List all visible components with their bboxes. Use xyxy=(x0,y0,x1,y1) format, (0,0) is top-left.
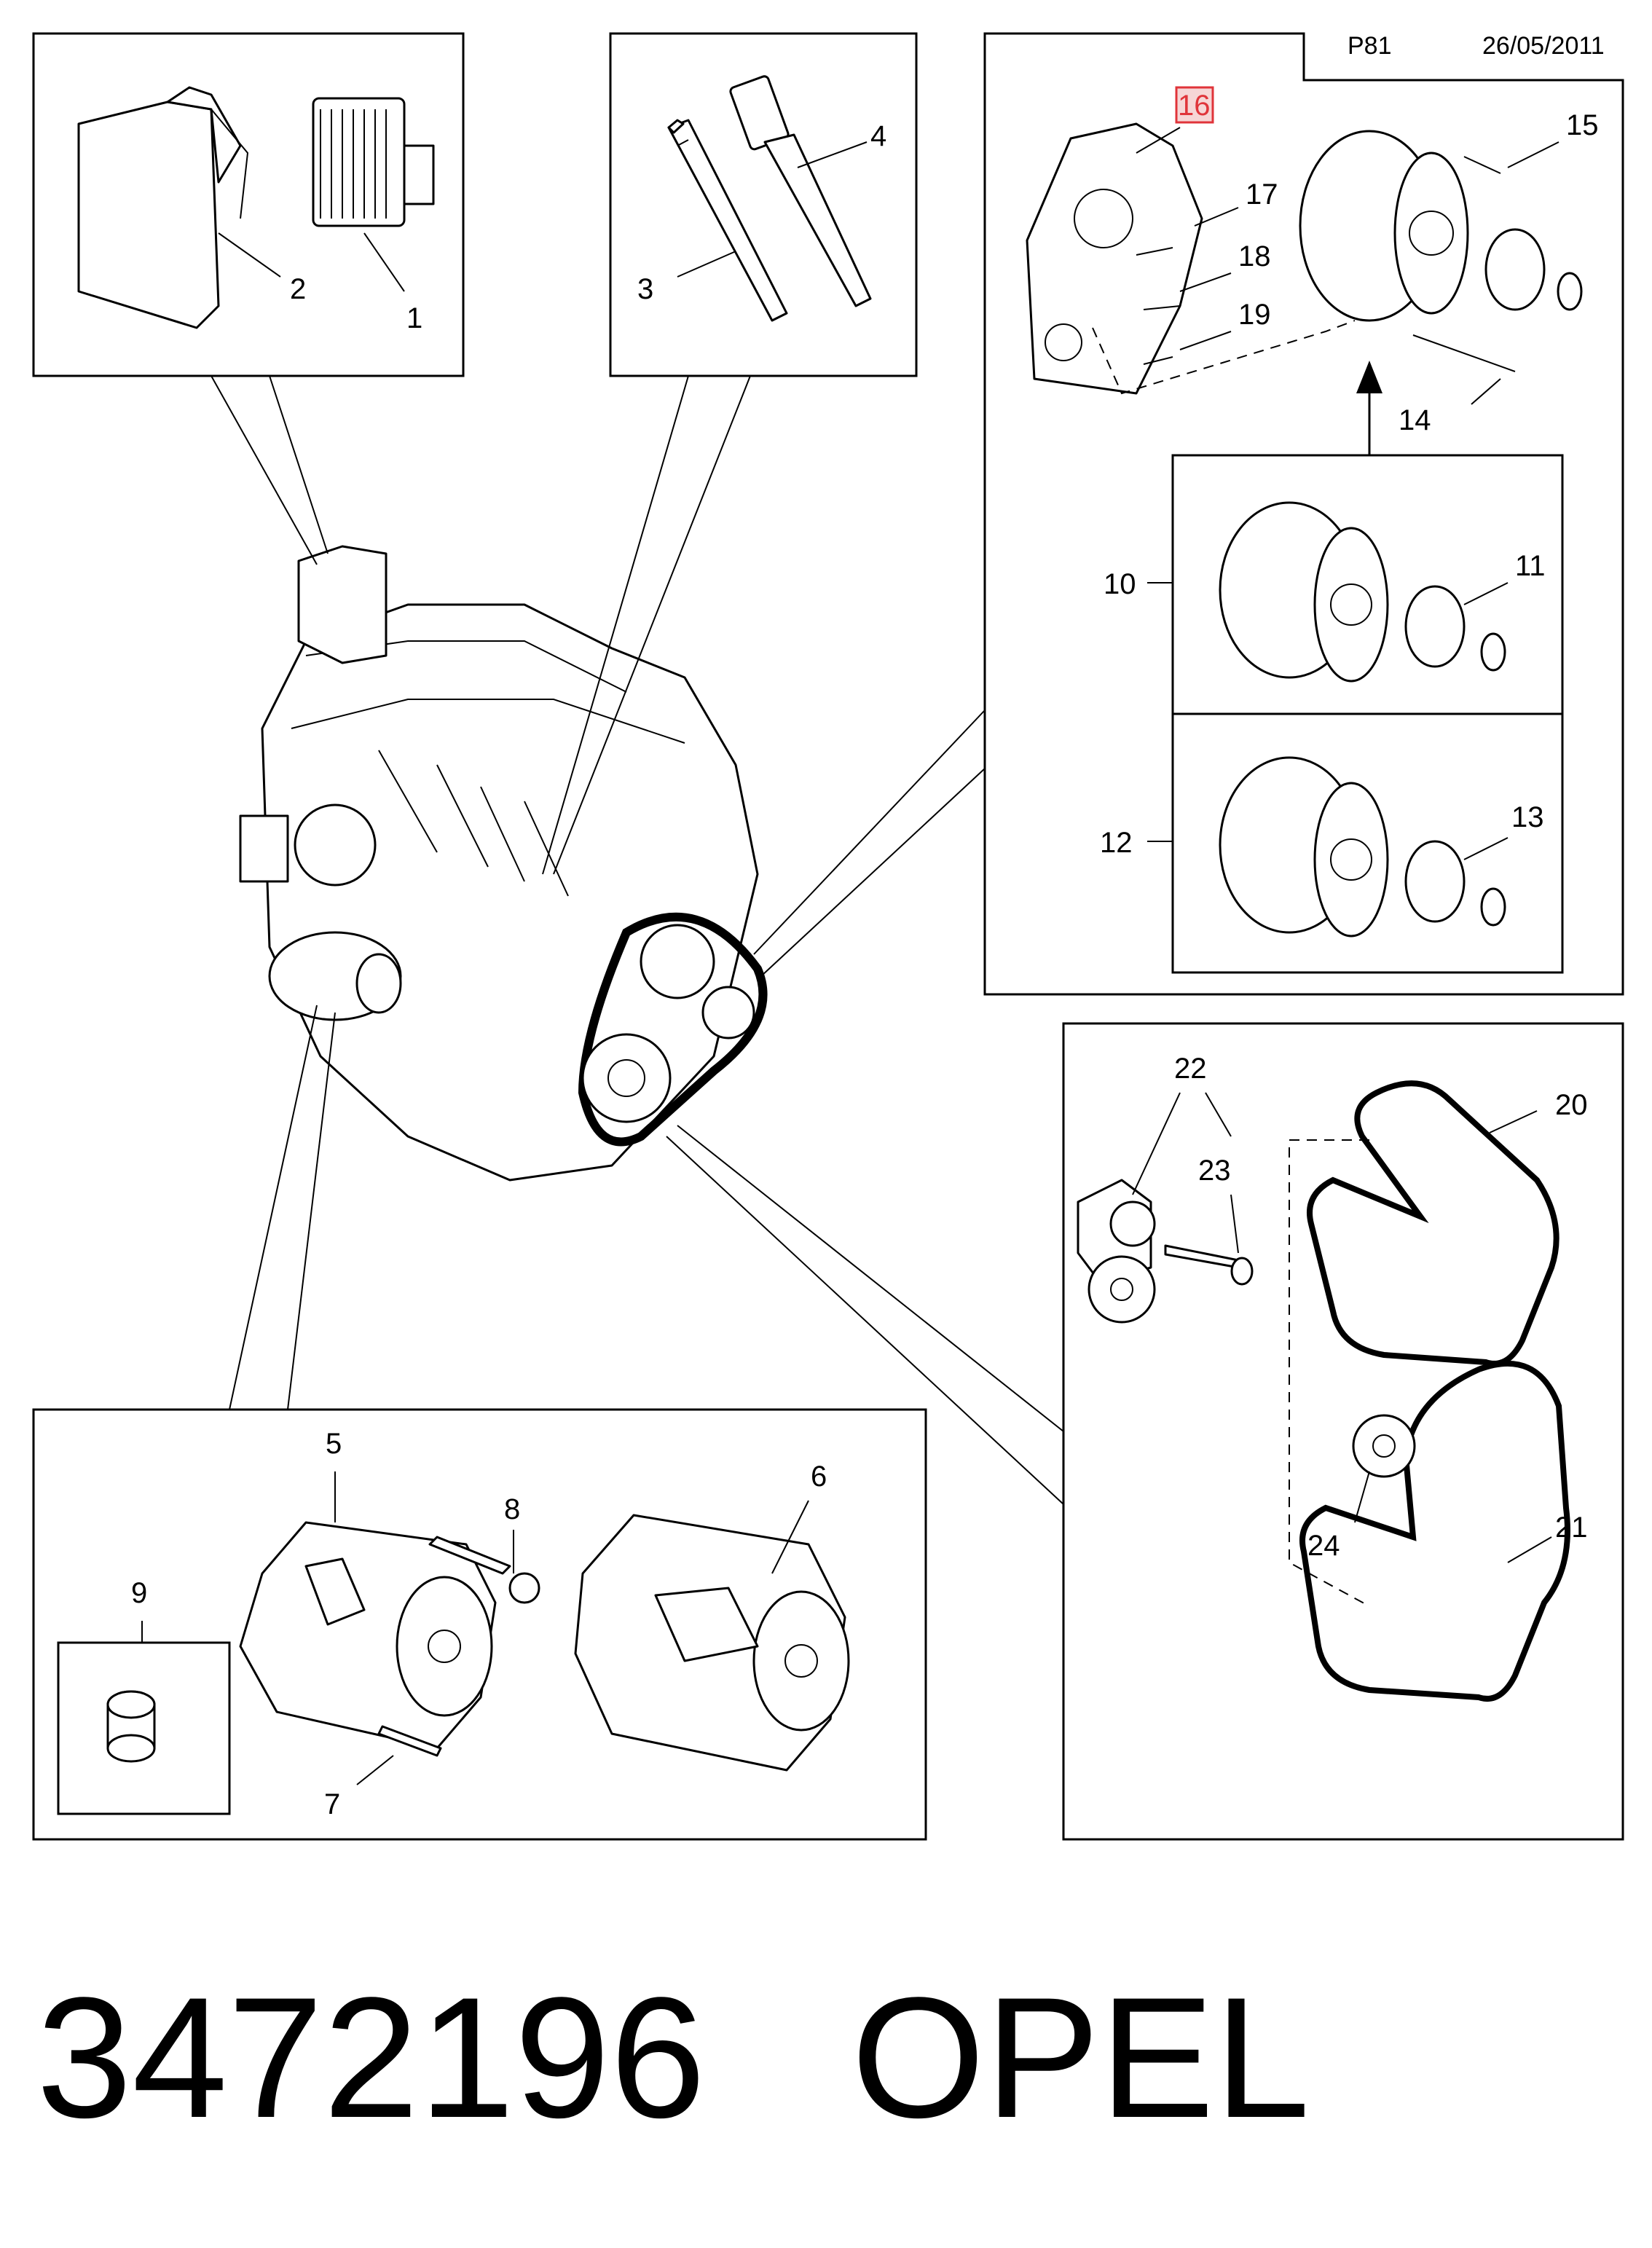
alternator-12-drawing xyxy=(1219,756,1506,938)
glow-plug-4-drawing xyxy=(729,75,872,307)
leader-18 xyxy=(1179,272,1232,292)
bolt-7-drawing xyxy=(377,1725,442,1757)
callout-10: 10 xyxy=(1104,568,1136,600)
callout-15: 15 xyxy=(1566,109,1599,141)
leader-4 xyxy=(797,141,868,168)
callout-6: 6 xyxy=(811,1461,827,1493)
part-number: 3472196 xyxy=(36,1962,706,2154)
alternator-10-drawing xyxy=(1219,501,1506,683)
callout-23: 23 xyxy=(1198,1155,1231,1187)
leader-11 xyxy=(1463,582,1509,605)
callout-19: 19 xyxy=(1238,299,1271,331)
idler-24-drawing xyxy=(1352,1414,1416,1478)
callout-16-highlight xyxy=(1175,86,1214,124)
callout-24: 24 xyxy=(1307,1530,1340,1562)
engine-drawing xyxy=(239,545,768,1182)
bolt-8-drawing xyxy=(428,1536,540,1604)
bolt-18-drawing xyxy=(1143,305,1181,310)
bushing-box xyxy=(57,1641,231,1815)
variant-arrow xyxy=(1356,361,1382,455)
callout-22: 22 xyxy=(1174,1053,1207,1085)
engine-starter-drawing xyxy=(268,931,402,1021)
callout-8: 8 xyxy=(504,1493,520,1525)
callout-5: 5 xyxy=(326,1428,342,1460)
callout-20: 20 xyxy=(1555,1089,1588,1121)
panel-control-unit: 2 1 xyxy=(32,32,465,377)
leader-17 xyxy=(1194,207,1239,227)
bolt-17-drawing xyxy=(1136,247,1173,256)
callout-7: 7 xyxy=(324,1788,340,1820)
leader-3 xyxy=(677,251,736,278)
engine-ecu-drawing xyxy=(297,545,388,664)
callout-18: 18 xyxy=(1238,240,1271,272)
callout-9: 9 xyxy=(131,1577,147,1609)
page-code: P81 xyxy=(1348,32,1392,60)
callout-4: 4 xyxy=(870,120,886,152)
leader-21 xyxy=(1507,1536,1552,1563)
callout-2: 2 xyxy=(290,273,306,305)
leader-20 xyxy=(1489,1110,1538,1133)
mounting-dash-line xyxy=(1092,320,1356,395)
leader-22 xyxy=(1132,1092,1181,1195)
leader-22b xyxy=(1205,1092,1232,1137)
callout-1: 1 xyxy=(406,302,422,334)
callout-17: 17 xyxy=(1246,178,1278,211)
starter-6-drawing xyxy=(574,1514,850,1772)
callout-16: 16 xyxy=(1178,90,1211,122)
panel-starter: 9 5 6 8 7 xyxy=(32,1408,927,1841)
callout-12: 12 xyxy=(1100,827,1133,859)
leader-13 xyxy=(1463,837,1509,860)
bolt-14-drawing xyxy=(1412,334,1516,372)
leader-7 xyxy=(356,1755,394,1785)
leader-15 xyxy=(1507,141,1559,168)
control-module-drawing xyxy=(312,97,435,227)
panel-belts: 22 23 20 21 24 xyxy=(1062,1022,1624,1841)
panel-alternator: 16 17 18 19 15 14 10 11 xyxy=(983,32,1624,996)
panel-leader-lines xyxy=(211,375,1064,1505)
variant-box-12 xyxy=(1171,712,1564,974)
leader-1 xyxy=(363,232,405,292)
leader-23 xyxy=(1230,1194,1239,1254)
tensioner-22-drawing xyxy=(1077,1179,1156,1324)
bolt-23-drawing xyxy=(1164,1244,1254,1286)
starter-5-drawing xyxy=(239,1521,497,1750)
engine-belt-drive-drawing xyxy=(578,912,768,1147)
callout-11: 11 xyxy=(1515,550,1546,582)
panel-glow-plugs: 3 4 xyxy=(609,32,918,377)
alternator-top-drawing xyxy=(1299,130,1583,322)
callout-13: 13 xyxy=(1511,801,1544,833)
bushing-9-drawing xyxy=(106,1690,156,1763)
brand-name: OPEL xyxy=(851,1962,1310,2154)
leader-2 xyxy=(218,232,281,278)
belt-dash-line xyxy=(1289,1139,1370,1607)
bracket-drawing xyxy=(77,86,249,329)
callout-3: 3 xyxy=(637,273,653,305)
alternator-bracket-drawing xyxy=(1026,122,1203,395)
callout-21: 21 xyxy=(1555,1512,1588,1544)
bolt-19-drawing xyxy=(1143,356,1173,365)
belt-20-drawing xyxy=(1307,1080,1559,1367)
bolt-15-drawing xyxy=(1463,156,1501,174)
leader-6 xyxy=(771,1500,809,1574)
belt-21-drawing xyxy=(1299,1360,1570,1702)
leader-16 xyxy=(1136,127,1181,154)
leader-14 xyxy=(1471,378,1501,405)
page-date: 26/05/2011 xyxy=(1482,32,1605,60)
leader-19 xyxy=(1179,331,1232,350)
glow-plug-3-drawing xyxy=(667,119,788,322)
leader-24 xyxy=(1354,1471,1370,1523)
callout-14: 14 xyxy=(1399,404,1431,436)
